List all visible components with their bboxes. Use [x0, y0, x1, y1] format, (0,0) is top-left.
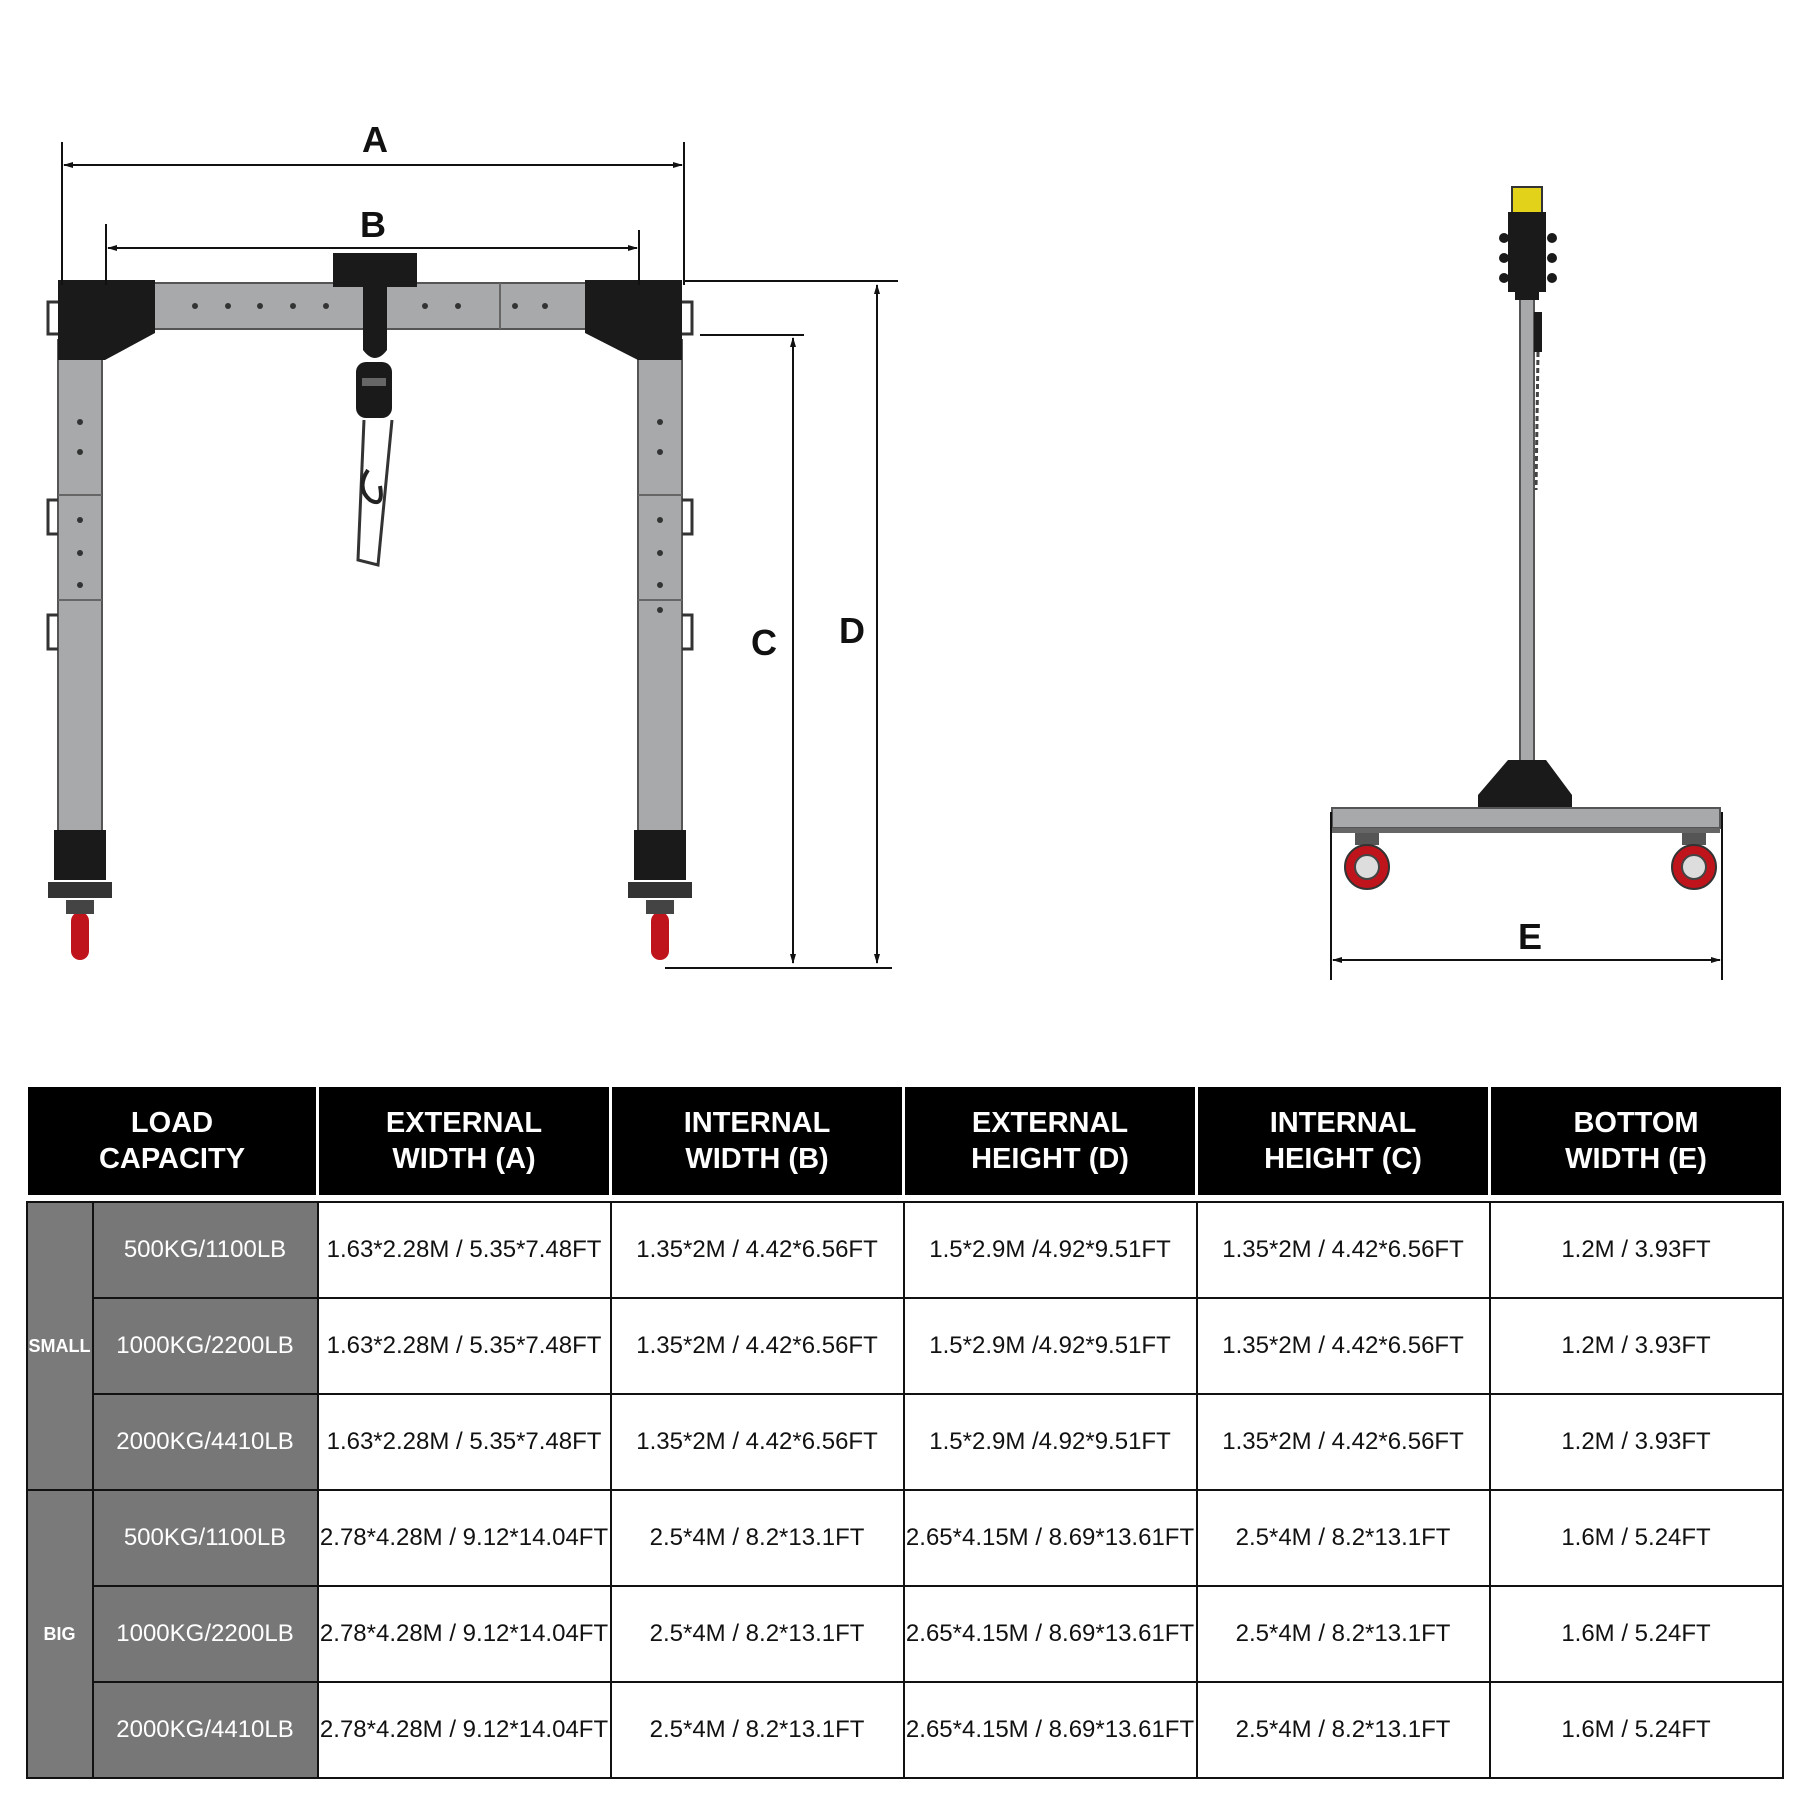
int-width-cell: 1.35*2M / 4.42*6.56FT — [609, 1297, 905, 1395]
chain-hoist — [356, 362, 394, 567]
ext-height-cell: 2.65*4.15M / 8.69*13.61FT — [902, 1585, 1198, 1683]
dimension-b-label: B — [360, 204, 386, 245]
spec-table: LOAD CAPACITY EXTERNAL WIDTH (A) INTERNA… — [24, 1087, 1785, 1779]
trolley-plate — [333, 253, 417, 358]
bottom-width-cell: 1.6M / 5.24FT — [1488, 1585, 1784, 1683]
capacity-cell: 1000KG/2200LB — [91, 1585, 319, 1683]
capacity-cell: 500KG/1100LB — [91, 1489, 319, 1587]
ext-width-cell: 1.63*2.28M / 5.35*7.48FT — [316, 1297, 612, 1395]
int-height-cell: 1.35*2M / 4.42*6.56FT — [1195, 1297, 1491, 1395]
right-caster-wheel — [651, 912, 669, 960]
header-external-height: EXTERNAL HEIGHT (D) — [902, 1087, 1199, 1195]
int-width-cell: 2.5*4M / 8.2*13.1FT — [609, 1585, 905, 1683]
side-mast — [1519, 291, 1535, 763]
ext-height-cell: 2.65*4.15M / 8.69*13.61FT — [902, 1489, 1198, 1587]
ext-width-cell: 1.63*2.28M / 5.35*7.48FT — [316, 1393, 612, 1491]
side-view: E — [1330, 186, 1723, 980]
table-header-row: LOAD CAPACITY EXTERNAL WIDTH (A) INTERNA… — [24, 1087, 1785, 1195]
ext-width-cell: 2.78*4.28M / 9.12*14.04FT — [316, 1489, 612, 1587]
ext-width-cell: 1.63*2.28M / 5.35*7.48FT — [316, 1201, 612, 1299]
left-leg — [57, 339, 103, 841]
ext-width-cell: 2.78*4.28M / 9.12*14.04FT — [316, 1585, 612, 1683]
front-view: A B C D — [46, 119, 898, 969]
int-width-cell: 2.5*4M / 8.2*13.1FT — [609, 1681, 905, 1779]
header-internal-height: INTERNAL HEIGHT (C) — [1195, 1087, 1492, 1195]
table-row: BIG 500KG/1100LB 2.78*4.28M / 9.12*14.04… — [25, 1489, 1784, 1779]
int-width-cell: 1.35*2M / 4.42*6.56FT — [609, 1393, 905, 1491]
header-internal-width: INTERNAL WIDTH (B) — [609, 1087, 906, 1195]
group-label-small: SMALL — [25, 1201, 94, 1491]
int-height-cell: 1.35*2M / 4.42*6.56FT — [1195, 1201, 1491, 1299]
capacity-cell: 2000KG/4410LB — [91, 1681, 319, 1779]
int-width-cell: 2.5*4M / 8.2*13.1FT — [609, 1489, 905, 1587]
ext-height-cell: 1.5*2.9M /4.92*9.51FT — [902, 1393, 1198, 1491]
side-base-beam — [1331, 807, 1721, 829]
int-height-cell: 2.5*4M / 8.2*13.1FT — [1195, 1681, 1491, 1779]
dimension-c-label: C — [751, 622, 777, 663]
ext-height-cell: 2.65*4.15M / 8.69*13.61FT — [902, 1681, 1198, 1779]
int-width-cell: 1.35*2M / 4.42*6.56FT — [609, 1201, 905, 1299]
side-right-caster — [1671, 833, 1717, 890]
capacity-cell: 2000KG/4410LB — [91, 1393, 319, 1491]
left-foot-bracket — [54, 830, 106, 880]
ext-width-cell: 2.78*4.28M / 9.12*14.04FT — [316, 1681, 612, 1779]
side-left-caster — [1344, 833, 1390, 890]
capacity-cell: 500KG/1100LB — [91, 1201, 319, 1299]
bottom-width-cell: 1.2M / 3.93FT — [1488, 1297, 1784, 1395]
left-caster-wheel — [71, 912, 89, 960]
right-foot-bracket — [634, 830, 686, 880]
dimension-d-label: D — [839, 610, 865, 651]
right-leg — [637, 339, 683, 841]
group-label-big: BIG — [25, 1489, 94, 1779]
int-height-cell: 1.35*2M / 4.42*6.56FT — [1195, 1393, 1491, 1491]
right-corner-bracket — [585, 280, 682, 360]
table-row: 2000KG/4410LB 2.78*4.28M / 9.12*14.04FT … — [27, 1681, 1784, 1779]
bottom-width-cell: 1.6M / 5.24FT — [1488, 1681, 1784, 1779]
capacity-cell: 1000KG/2200LB — [91, 1297, 319, 1395]
dimension-e-label: E — [1518, 916, 1542, 957]
ext-height-cell: 1.5*2.9M /4.92*9.51FT — [902, 1297, 1198, 1395]
bottom-width-cell: 1.2M / 3.93FT — [1488, 1201, 1784, 1299]
left-corner-bracket — [58, 280, 155, 360]
table-row: 1000KG/2200LB 2.78*4.28M / 9.12*14.04FT … — [27, 1585, 1784, 1683]
table-row: SMALL 500KG/1100LB 1.63*2.28M / 5.35*7.4… — [25, 1201, 1784, 1491]
gantry-dimension-drawing: A B C D — [46, 119, 1723, 980]
dimension-a-label: A — [362, 119, 388, 160]
ext-height-cell: 1.5*2.9M /4.92*9.51FT — [902, 1201, 1198, 1299]
table-row: 1000KG/2200LB 1.63*2.28M / 5.35*7.48FT 1… — [27, 1297, 1784, 1395]
header-external-width: EXTERNAL WIDTH (A) — [316, 1087, 613, 1195]
int-height-cell: 2.5*4M / 8.2*13.1FT — [1195, 1585, 1491, 1683]
yellow-trolley-wheel — [1511, 186, 1543, 214]
bottom-width-cell: 1.6M / 5.24FT — [1488, 1489, 1784, 1587]
bottom-width-cell: 1.2M / 3.93FT — [1488, 1393, 1784, 1491]
table-row: 2000KG/4410LB 1.63*2.28M / 5.35*7.48FT 1… — [27, 1393, 1784, 1491]
header-load-capacity: LOAD CAPACITY — [24, 1087, 320, 1195]
int-height-cell: 2.5*4M / 8.2*13.1FT — [1195, 1489, 1491, 1587]
header-bottom-width: BOTTOM WIDTH (E) — [1488, 1087, 1785, 1195]
beam-holes — [192, 303, 548, 309]
